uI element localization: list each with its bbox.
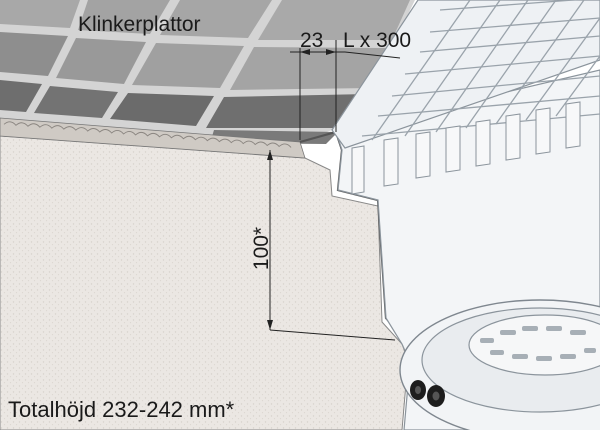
length-dimension-label: L x 300: [343, 29, 412, 52]
width-dimension-label: 23: [300, 29, 324, 52]
grating-frame: [331, 0, 600, 149]
concrete-wall: [0, 135, 409, 430]
grating-bars: [361, 0, 600, 141]
dimension-arrows: [267, 49, 336, 330]
tile-grid: [0, 0, 410, 144]
bedding-strip: [0, 117, 306, 159]
bedding-texture: [3, 121, 292, 148]
grating-plates: [351, 101, 581, 195]
tiles-label: Klinkerplattor: [78, 13, 201, 36]
outlet-trap: [399, 299, 600, 430]
depth-dimension-label: 100*: [250, 226, 274, 271]
total-height-label: Totalhöjd 232-242 mm*: [8, 397, 235, 422]
